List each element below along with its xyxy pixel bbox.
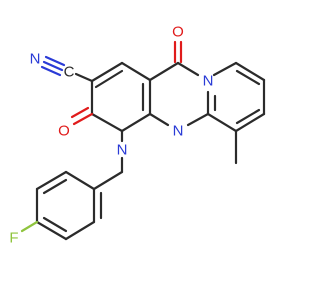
- ring-a-bond-4: [120, 112, 152, 133]
- ring-a-bond-5: [90, 112, 124, 133]
- ring-c-bond-4: [234, 112, 266, 133]
- fluorine-bond: [20, 220, 39, 233]
- ring-b-bond-1: [148, 61, 180, 82]
- ring-nitrogen-benzyl-label: N: [117, 142, 128, 159]
- ring-nitrogen-top-label: N: [203, 73, 214, 90]
- nitrile-triple-bond-c: [44, 55, 66, 67]
- lactam-carbonyl-bond-a: [72, 112, 94, 126]
- ring-c-bond-4b: [235, 108, 261, 125]
- atom-label-layer: N C O O N N N F: [9, 24, 213, 247]
- ring-c-bond-2b: [235, 69, 261, 86]
- ring-a-bond-2: [120, 61, 152, 82]
- nitrile-c-label: C: [64, 64, 75, 81]
- nitrile-n-label: N: [30, 51, 41, 68]
- ring-c-bond-2: [234, 61, 266, 82]
- ring-b-bond-2: [176, 61, 200, 77]
- ring-c-bond-5: [206, 112, 238, 133]
- ch2-to-phenyl-bond: [92, 170, 124, 191]
- lactam-carbonyl-bond-b: [70, 106, 90, 119]
- keto-oxygen-label: O: [172, 24, 184, 41]
- nitrile-triple-bond-a: [42, 60, 64, 72]
- phenyl-bond-6: [64, 170, 96, 191]
- ring-a-bond-1: [90, 61, 124, 83]
- ring-c-bond-1: [212, 61, 238, 77]
- fluorine-label: F: [9, 230, 18, 247]
- phenyl-bond-3b: [42, 216, 68, 233]
- ring-a-bond-1b: [94, 69, 124, 89]
- molecule-structure: N C O O N N N F: [9, 24, 266, 247]
- bond-layer: [20, 40, 266, 241]
- phenyl-bond-5b: [42, 178, 68, 195]
- phenyl-bond-5: [35, 170, 68, 191]
- nitrile-triple-bond-b: [40, 65, 62, 77]
- phenyl-bond-2: [64, 220, 96, 241]
- ring-b-bond-4: [186, 112, 210, 127]
- ring-b-bond-5: [148, 112, 170, 127]
- phenyl-bond-3: [35, 220, 68, 241]
- lactam-oxygen-label: O: [58, 123, 70, 140]
- ring-nitrogen-mid-label: N: [173, 123, 184, 140]
- nitrile-to-ring-bond: [74, 72, 94, 83]
